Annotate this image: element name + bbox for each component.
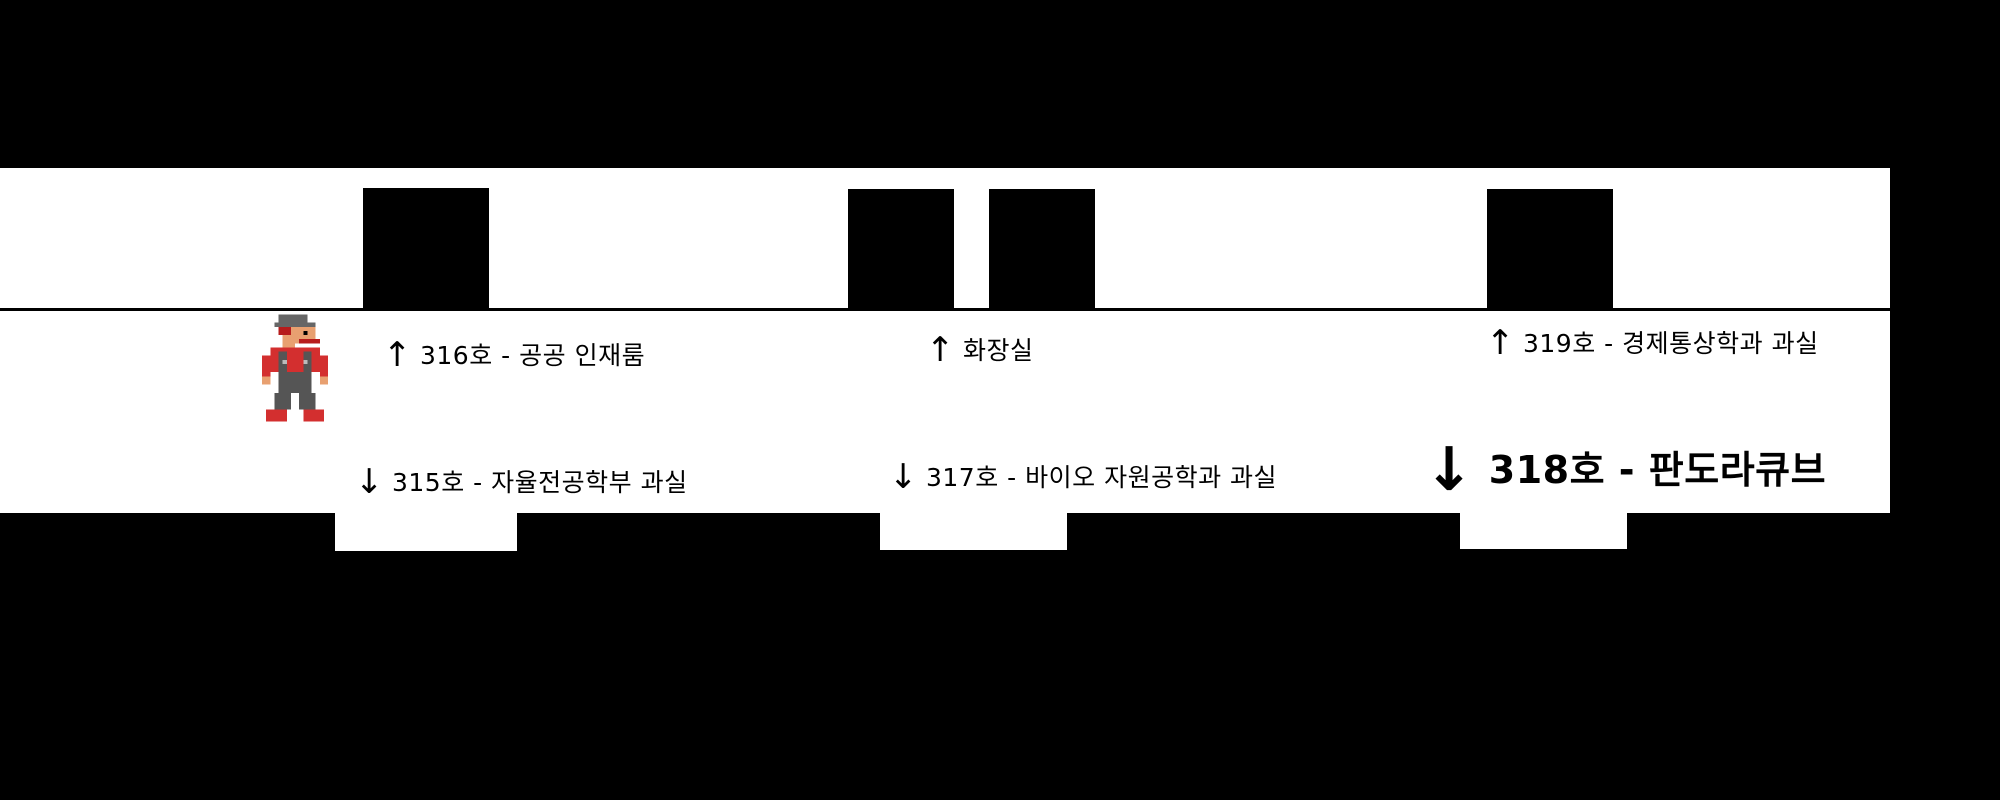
down-arrow-icon: ↓ — [1424, 435, 1475, 505]
door-room-316[interactable] — [363, 188, 489, 310]
room-label-315: ↓ 315호 - 자율전공학부 과실 — [355, 465, 688, 499]
room-label-restroom: ↑ 화장실 — [926, 333, 1034, 367]
door-room-319[interactable] — [1487, 189, 1613, 310]
room-label-319: ↑ 319호 - 경제통상학과 과실 — [1486, 326, 1819, 360]
room-label-text: 318호 - 판도라큐브 — [1488, 448, 1827, 492]
pixel-character-icon[interactable] — [262, 314, 328, 422]
door-room-318[interactable] — [1460, 505, 1627, 549]
room-label-317: ↓ 317호 - 바이오 자원공학과 과실 — [889, 460, 1277, 494]
room-label-text: 화장실 — [963, 335, 1034, 365]
down-arrow-icon: ↓ — [355, 462, 384, 502]
room-label-text: 317호 - 바이오 자원공학과 과실 — [926, 462, 1278, 492]
room-label-text: 315호 - 자율전공학부 과실 — [392, 467, 688, 497]
room-label-318: ↓ 318호 - 판도라큐브 — [1424, 440, 1826, 500]
door-room-317[interactable] — [880, 505, 1067, 550]
up-arrow-icon: ↑ — [1486, 323, 1515, 363]
room-label-text: 319호 - 경제통상학과 과실 — [1523, 328, 1819, 358]
up-arrow-icon: ↑ — [926, 330, 955, 370]
down-arrow-icon: ↓ — [889, 457, 918, 497]
door-restroom-right[interactable] — [989, 189, 1095, 310]
up-arrow-icon: ↑ — [383, 335, 412, 375]
door-restroom-left[interactable] — [848, 189, 954, 310]
room-label-text: 316호 - 공공 인재룸 — [420, 340, 646, 370]
room-label-316: ↑ 316호 - 공공 인재룸 — [383, 338, 645, 372]
door-room-315[interactable] — [335, 505, 517, 551]
